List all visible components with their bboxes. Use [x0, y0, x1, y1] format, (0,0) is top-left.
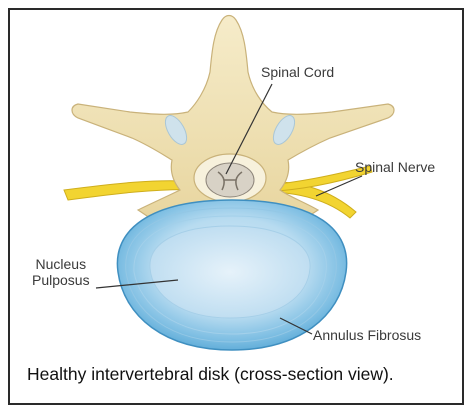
label-nucleus-line1: Nucleus	[35, 256, 87, 272]
leader-line-spinal-cord	[225, 83, 273, 175]
leader-line-annulus	[279, 317, 313, 335]
spinal-cord	[205, 162, 255, 198]
label-nucleus-pulposus: Nucleus Pulposus	[32, 256, 90, 288]
leader-line-nucleus	[95, 279, 179, 289]
spinal-nerve-right	[261, 165, 373, 219]
label-nucleus-line2: Pulposus	[32, 272, 90, 288]
vertebra-bone	[71, 14, 395, 219]
nucleus-pulposus	[149, 225, 311, 319]
figure-caption: Healthy intervertebral disk (cross-secti…	[27, 364, 394, 384]
label-spinal-nerve: Spinal Nerve	[355, 159, 436, 175]
label-spinal-cord: Spinal Cord	[261, 64, 335, 80]
leader-line-spinal-nerve	[315, 175, 363, 197]
label-annulus-fibrosus: Annulus Fibrosus	[313, 327, 422, 343]
